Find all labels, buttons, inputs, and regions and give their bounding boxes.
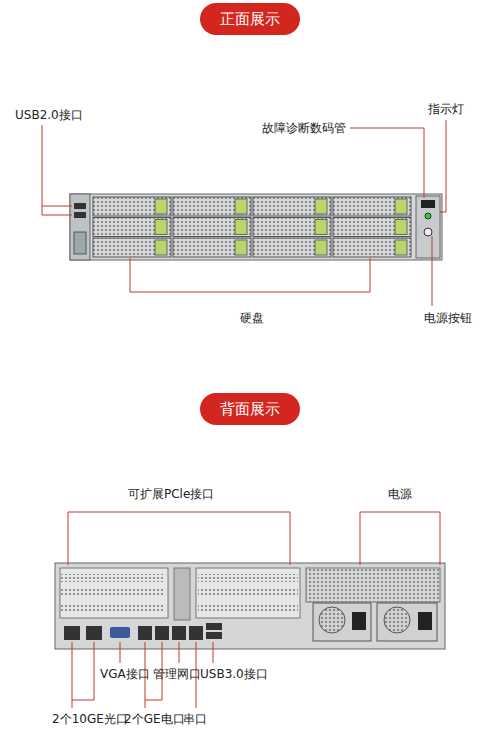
part-label: USB3.0接口 bbox=[200, 667, 268, 681]
part-label: 电源 bbox=[388, 487, 412, 501]
part-label: 管理网口 bbox=[153, 667, 201, 681]
part-label: USB2.0接口 bbox=[15, 108, 83, 122]
part-label: 指示灯 bbox=[428, 102, 464, 116]
part-label: 硬盘 bbox=[240, 311, 264, 325]
heading-pill: 背面展示 bbox=[200, 393, 300, 425]
heading-text: 背面展示 bbox=[220, 400, 280, 419]
part-label: 电源按钮 bbox=[424, 311, 472, 325]
part-label: 故障诊断数码管 bbox=[262, 121, 346, 135]
front-server bbox=[70, 194, 442, 260]
part-label: 可扩展PCle接口 bbox=[128, 487, 214, 501]
heading-text: 正面展示 bbox=[220, 10, 280, 29]
leader-lines bbox=[42, 120, 446, 708]
part-label: 2个10GE光口 bbox=[52, 712, 128, 726]
part-label: VGA接口 bbox=[100, 667, 150, 681]
rear-server bbox=[55, 563, 445, 649]
part-label: 串口 bbox=[183, 712, 207, 726]
heading-pill: 正面展示 bbox=[200, 3, 300, 35]
part-label: 2个GE电口 bbox=[124, 712, 185, 726]
